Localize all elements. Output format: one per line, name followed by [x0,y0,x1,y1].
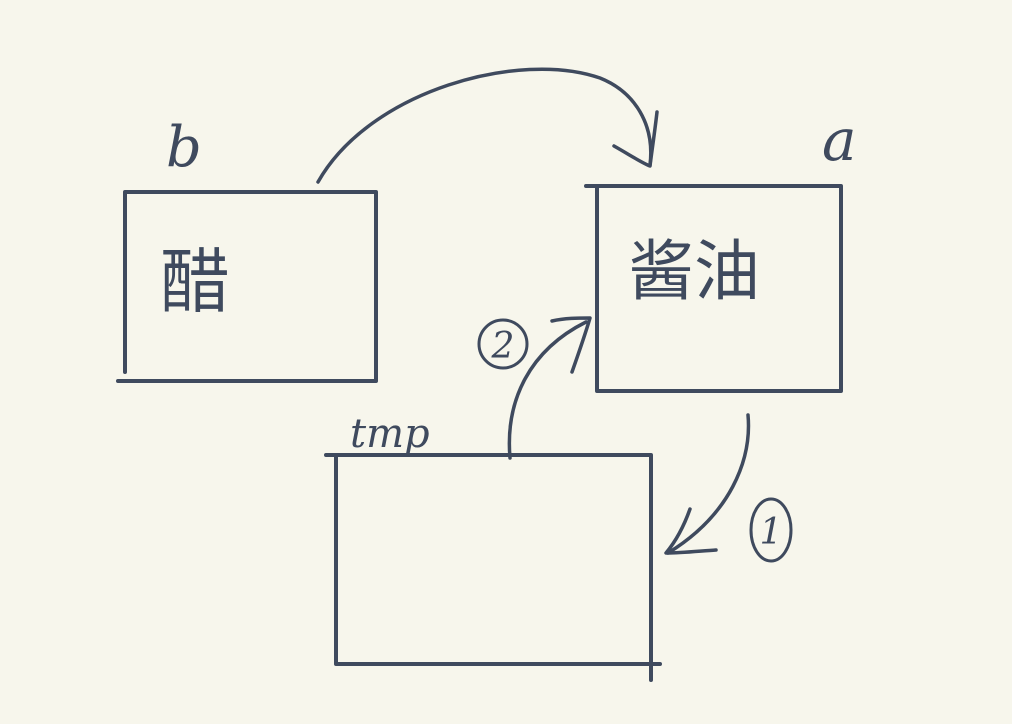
box-b: b 醋 [116,115,378,383]
arrow-b-to-a [316,67,659,184]
step-2-marker: 2 [477,318,529,370]
box-a-label: a [822,106,857,174]
box-b-content: 醋 [160,241,230,323]
box-a-content: 酱油 [628,233,760,310]
box-b-label: b [166,115,202,180]
box-tmp: tmp [324,411,662,682]
box-a: a 酱油 [584,106,857,393]
step-1-number: 1 [760,512,783,553]
arrow-tmp-to-a [507,316,592,460]
step-1-marker: 1 [749,497,793,563]
arrow-a-to-tmp [664,413,751,555]
box-tmp-label: tmp [350,411,430,457]
step-2-number: 2 [491,326,515,367]
